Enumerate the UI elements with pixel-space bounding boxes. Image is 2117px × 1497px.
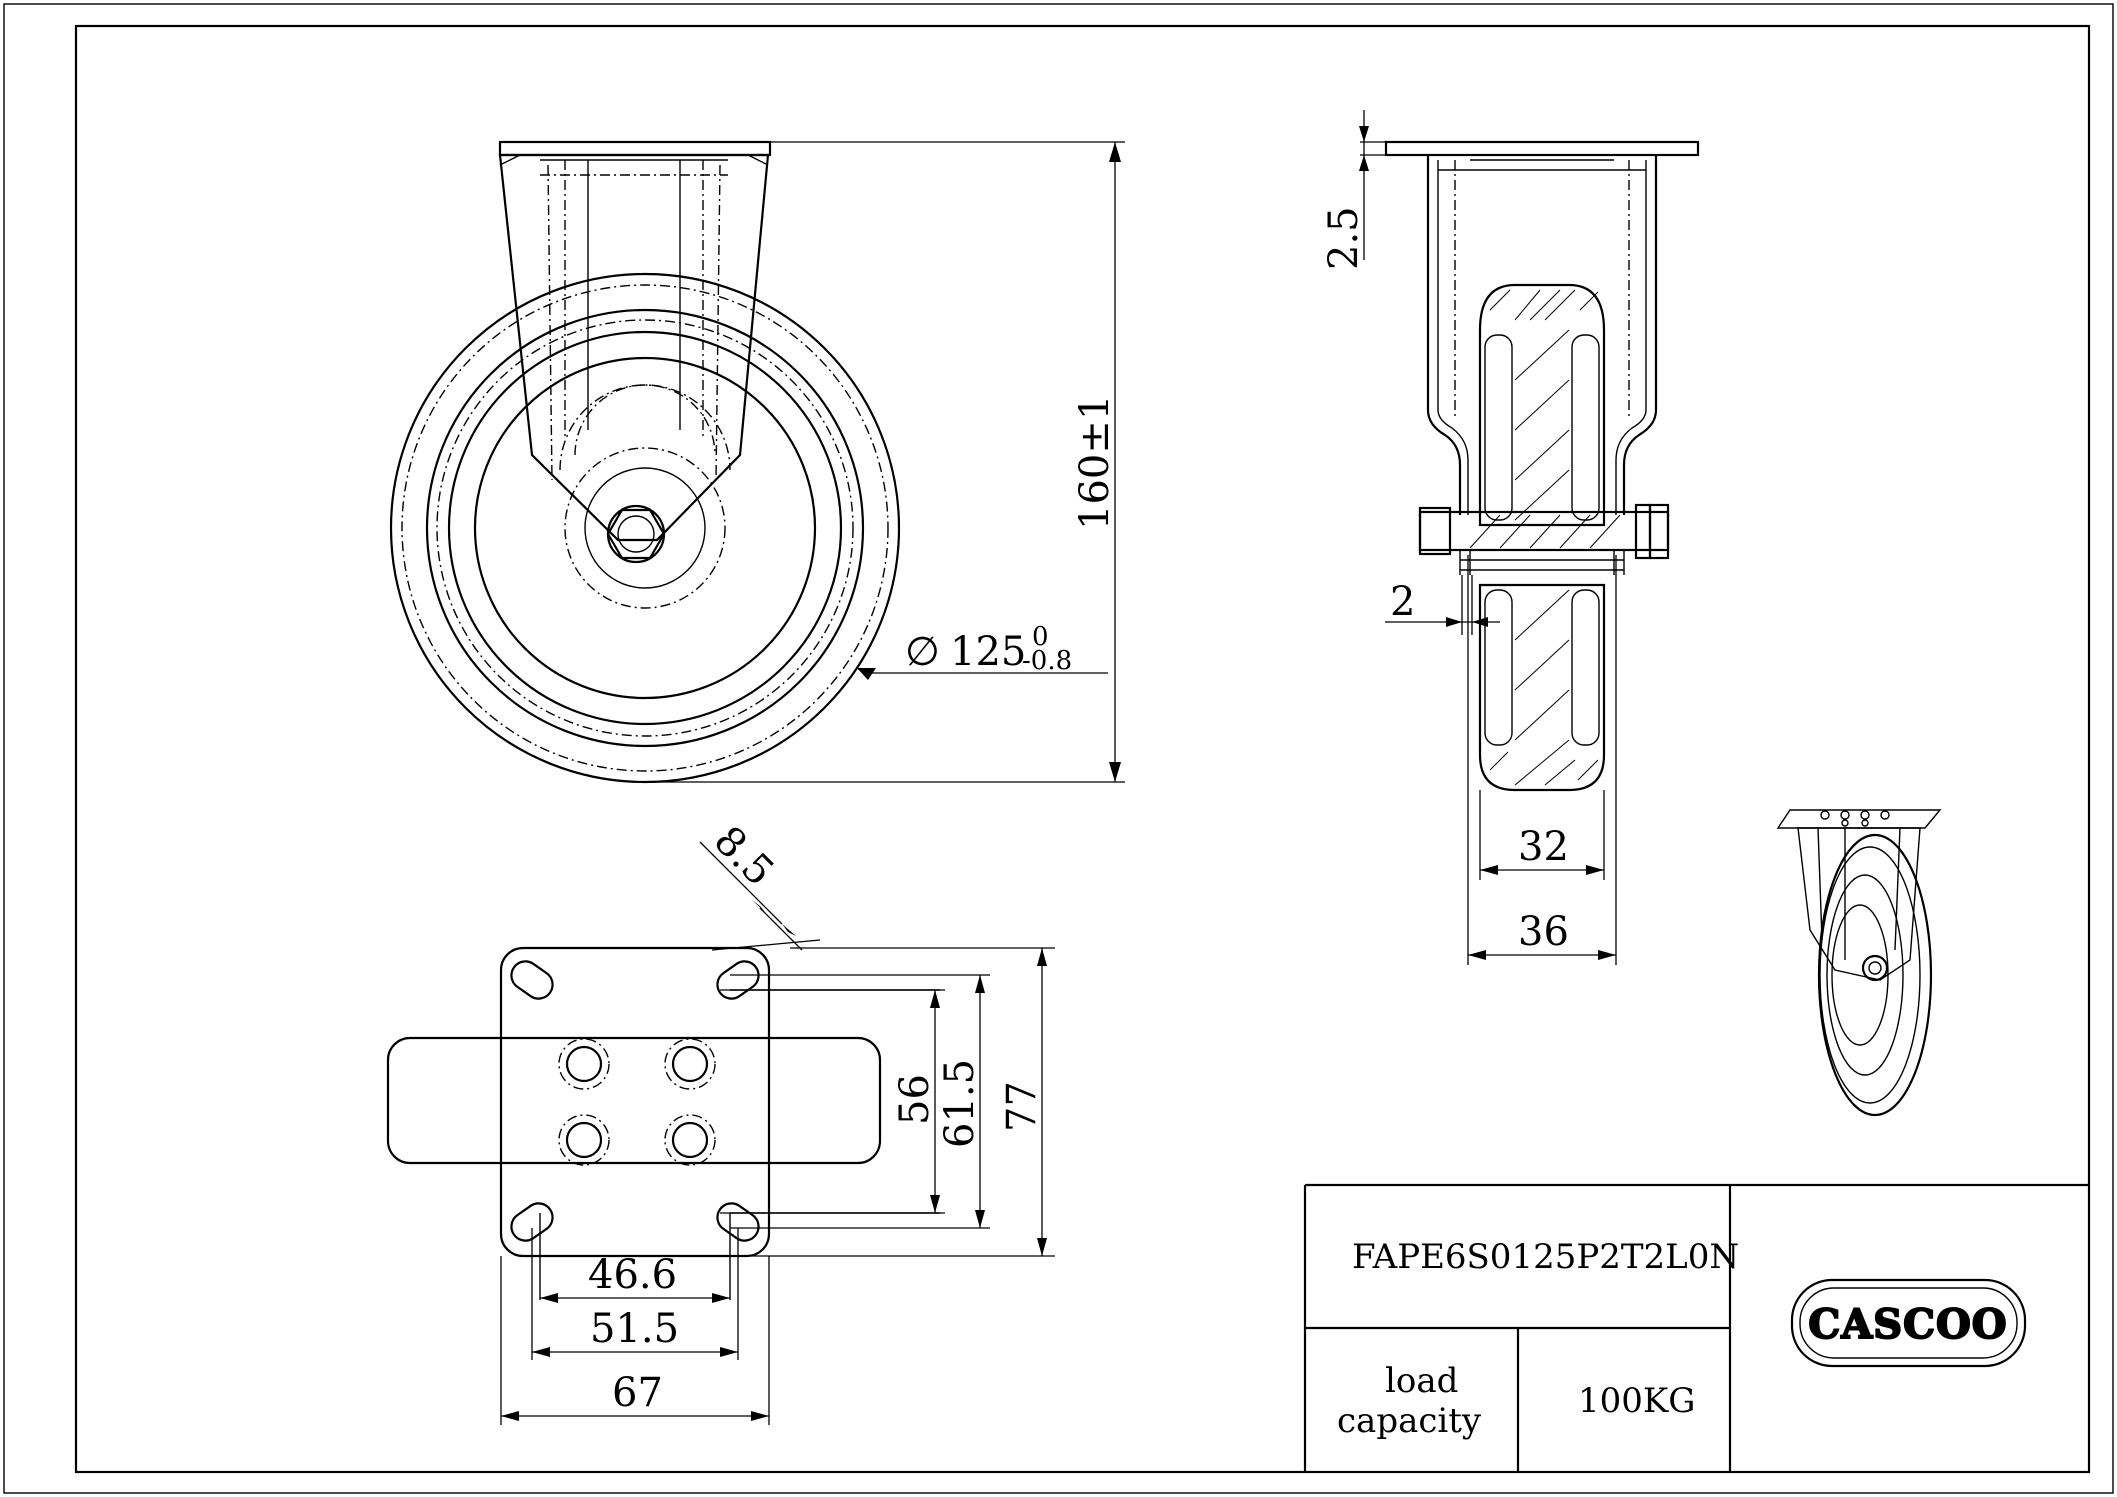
axle (1418, 510, 1670, 552)
diameter-tol-lower: -0.8 (1022, 646, 1072, 676)
side-view (1384, 140, 1700, 792)
bracket-width-dimension: 36 (1518, 909, 1569, 955)
drawing-frame (74, 24, 2091, 1474)
front-view (389, 140, 901, 784)
slot-width-dimension: 8.5 (705, 818, 783, 896)
plate-thickness-dimension: 2.5 (1321, 206, 1367, 270)
hole-spacing-y-inner: 56 (892, 1074, 938, 1125)
sheet-border (3, 3, 2114, 1494)
diameter-symbol: ∅ (905, 629, 940, 675)
wheel-outer-rim (389, 272, 901, 784)
top-plate-side (1384, 140, 1700, 157)
load-capacity-value: 100KG (1578, 1381, 1695, 1421)
load-capacity-label-line1: load (1385, 1361, 1458, 1401)
top-plate-front (498, 140, 772, 157)
title-block: FAPE6S0125P2T2L0N load capacity 100KG CA… (1303, 1183, 2089, 1472)
plate-dimensions: 8.5 56 61.5 77 46.6 51.5 (500, 818, 1055, 1425)
wheel-outline-top (386, 1036, 882, 1165)
part-number: FAPE6S0125P2T2L0N (1352, 1237, 1739, 1277)
height-dimension: 160±1 (1072, 395, 1118, 530)
axle-nut (606, 508, 666, 560)
hole-spacing-x-inner: 46.6 (588, 1252, 677, 1298)
hole-spacing-x-outer: 51.5 (590, 1306, 679, 1352)
hole-spacing-y-outer: 61.5 (937, 1059, 983, 1148)
front-dimensions: 160±1 ∅ 125 0 -0.8 (660, 141, 1125, 783)
side-dimensions: 2.5 2 32 36 (1321, 110, 1617, 965)
plate-width-dimension: 67 (612, 1370, 663, 1416)
casco-logo: CASCOO (1790, 1278, 2027, 1368)
diameter-dimension: 125 (950, 629, 1026, 675)
plate-length-dimension: 77 (999, 1081, 1045, 1132)
plate-view (386, 946, 940, 1300)
fork-bracket (498, 153, 770, 542)
isometric-view (1776, 809, 1942, 1117)
logo-text: CASCOO (1808, 1301, 2007, 1348)
mounting-plate (499, 946, 771, 1258)
load-capacity-label-line2: capacity (1337, 1401, 1482, 1441)
wheel-width-dimension: 32 (1518, 824, 1569, 870)
hub-offset-dimension: 2 (1390, 579, 1415, 625)
diameter-tol-upper: 0 (1032, 622, 1049, 652)
